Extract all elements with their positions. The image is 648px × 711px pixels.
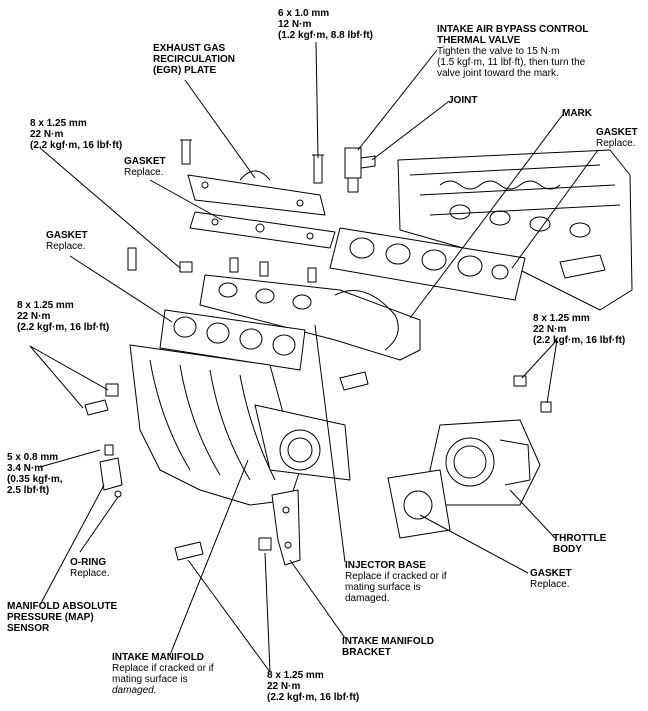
gasket-manifold — [159, 309, 306, 371]
iabc-note-1: Tighten the valve to 15 N·m — [437, 46, 560, 57]
intake-manifold-note-1: Replace if cracked or if — [112, 663, 214, 674]
iabc-thermal-valve — [344, 147, 376, 193]
label-intake-manifold: INTAKE MANIFOLD Replace if cracked or if… — [112, 652, 214, 696]
bolt-bottom-alt: (2.2 kgf·m, 16 lbf·ft) — [267, 692, 360, 703]
bracket-title-1: INTAKE MANIFOLD — [342, 636, 435, 647]
gasket-left-title: GASKET — [46, 230, 88, 241]
bolt-left-alt: (2.2 kgf·m, 16 lbf·ft) — [17, 322, 110, 333]
egr-title-1: EXHAUST GAS — [153, 43, 226, 54]
injector-base — [199, 257, 421, 361]
oring-title: O-RING — [70, 557, 107, 568]
label-map-sensor: MANIFOLD ABSOLUTE PRESSURE (MAP) SENSOR — [7, 601, 117, 634]
map-sensor-title-2: PRESSURE (MAP) — [7, 612, 94, 623]
throttle-gasket — [387, 469, 451, 539]
label-mark: MARK — [562, 108, 592, 119]
injector-base-title: INJECTOR BASE — [345, 560, 426, 571]
iabc-title-2: THERMAL VALVE — [437, 35, 521, 46]
gasket-egr-title: GASKET — [124, 156, 166, 167]
label-map-bolt: 5 x 0.8 mm 3.4 N·m (0.35 kgf·m, 2.5 lbf·… — [7, 452, 63, 496]
injector-base-note-2: mating surface is — [345, 582, 421, 593]
bolt-right-torque: 22 N·m — [533, 324, 567, 335]
label-gasket-right: GASKET Replace. — [596, 127, 638, 149]
map-bolt-alt-2: 2.5 lbf·ft) — [7, 485, 50, 496]
label-bolt-top: 6 x 1.0 mm 12 N·m (1.2 kgf·m, 8.8 lbf·ft… — [278, 8, 373, 41]
label-bolt-bottom: 8 x 1.25 mm 22 N·m (2.2 kgf·m, 16 lbf·ft… — [267, 670, 359, 703]
egr-title-3: (EGR) PLATE — [153, 65, 217, 76]
bolt-ul-torque: 22 N·m — [30, 129, 64, 140]
map-bolt-torque: 3.4 N·m — [7, 463, 44, 474]
bolt-bottom-size: 8 x 1.25 mm — [267, 670, 324, 681]
gasket-right-note: Replace. — [596, 138, 636, 149]
map-bolt-size: 5 x 0.8 mm — [7, 452, 59, 463]
leader-lines — [29, 41, 599, 673]
throttle-body-part — [429, 419, 541, 506]
label-gasket-throttle: GASKET Replace. — [530, 568, 572, 590]
gasket-right-title: GASKET — [596, 127, 638, 138]
map-sensor-part — [99, 457, 123, 498]
label-bolt-upper-left: 8 x 1.25 mm 22 N·m (2.2 kgf·m, 16 lbf·ft… — [30, 118, 122, 151]
bolt-ul-alt: (2.2 kgf·m, 16 lbf·ft) — [30, 140, 123, 151]
cylinder-head — [397, 149, 633, 311]
bolt-ul-size: 8 x 1.25 mm — [30, 118, 87, 129]
bolt-right-size: 8 x 1.25 mm — [533, 313, 590, 324]
bolt-top-torque: 12 N·m — [278, 19, 312, 30]
bolt-left-torque: 22 N·m — [17, 311, 51, 322]
manifold-bracket — [271, 489, 301, 566]
label-gasket-left: GASKET Replace. — [46, 230, 88, 252]
label-gasket-egr: GASKET Replace. — [124, 156, 166, 178]
bolt-right-alt: (2.2 kgf·m, 16 lbf·ft) — [533, 335, 626, 346]
label-bolt-left: 8 x 1.25 mm 22 N·m (2.2 kgf·m, 16 lbf·ft… — [17, 300, 109, 333]
map-sensor-title-3: SENSOR — [7, 623, 50, 634]
gasket-throttle-title: GASKET — [530, 568, 572, 579]
bracket-title-2: BRACKET — [342, 647, 391, 658]
intake-manifold-note-2: mating surface is — [112, 674, 188, 685]
egr-gasket — [189, 211, 336, 249]
injector-base-note-1: Replace if cracked or if — [345, 571, 447, 582]
intake-manifold-title: INTAKE MANIFOLD — [112, 652, 205, 663]
injector-base-note-3: damaged. — [345, 593, 390, 604]
iabc-note-3: valve joint toward the mark. — [437, 68, 559, 79]
gasket-egr-note: Replace. — [124, 167, 164, 178]
label-bolt-right: 8 x 1.25 mm 22 N·m (2.2 kgf·m, 16 lbf·ft… — [533, 313, 625, 346]
egr-plate — [180, 139, 326, 216]
bolt-bottom-torque: 22 N·m — [267, 681, 301, 692]
throttle-body-title-2: BODY — [553, 544, 582, 555]
map-bolt-alt-1: (0.35 kgf·m, — [7, 474, 63, 485]
bolts — [84, 247, 552, 561]
egr-title-2: RECIRCULATION — [153, 54, 236, 65]
intake-manifold-note-3: damaged. — [112, 685, 157, 696]
bolt-left-size: 8 x 1.25 mm — [17, 300, 74, 311]
label-egr-plate: EXHAUST GAS RECIRCULATION (EGR) PLATE — [153, 43, 235, 76]
bolt-top-size: 6 x 1.0 mm — [278, 8, 330, 19]
intake-manifold-body — [129, 344, 351, 506]
label-joint: JOINT — [448, 95, 477, 106]
gasket-left-note: Replace. — [46, 241, 86, 252]
joint-title: JOINT — [448, 95, 478, 106]
label-throttle-body: THROTTLE BODY — [553, 533, 606, 555]
oring-note: Replace. — [70, 568, 110, 579]
label-bracket: INTAKE MANIFOLD BRACKET — [342, 636, 434, 658]
iabc-note-2: (1.5 kgf·m, 11 lbf·ft), then turn the — [437, 57, 586, 68]
throttle-body-title-1: THROTTLE — [553, 533, 607, 544]
label-oring: O-RING Replace. — [70, 557, 109, 579]
gasket-throttle-note: Replace. — [530, 579, 570, 590]
bolt-top-alt: (1.2 kgf·m, 8.8 lbf·ft) — [278, 30, 374, 41]
iabc-title-1: INTAKE AIR BYPASS CONTROL — [437, 24, 589, 35]
map-sensor-title-1: MANIFOLD ABSOLUTE — [7, 601, 118, 612]
label-injector-base: INJECTOR BASE Replace if cracked or if m… — [345, 560, 447, 604]
mark-title: MARK — [562, 108, 592, 119]
gasket-head-side — [329, 227, 526, 301]
label-iabc: INTAKE AIR BYPASS CONTROL THERMAL VALVE … — [437, 24, 588, 79]
